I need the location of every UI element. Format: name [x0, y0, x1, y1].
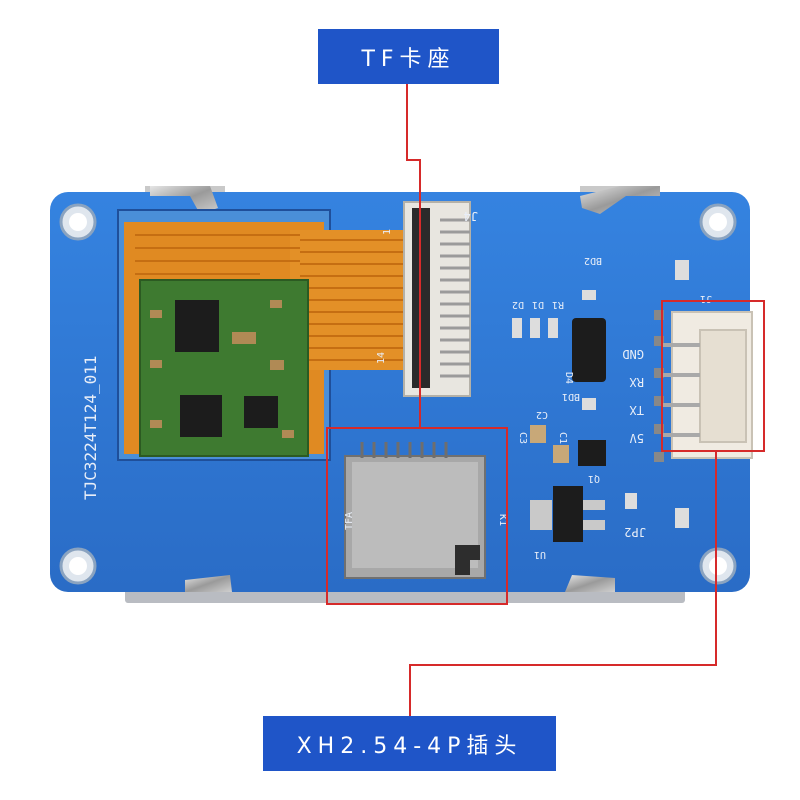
silk-q1: Q1 [588, 473, 600, 484]
metal-clip-bottom-right [565, 575, 615, 592]
silk-pin-1: 1 [382, 229, 393, 235]
metal-clip-bottom-left [185, 575, 232, 592]
silk-rx: RX [629, 375, 644, 389]
silk-u1: U1 [534, 549, 546, 560]
silk-d1: D1 [532, 299, 544, 310]
tf-card-slot-callout-text: TF卡座 [361, 46, 456, 72]
silk-pin-14: 14 [376, 352, 387, 364]
silk-c1: C1 [557, 432, 568, 444]
silk-5v: 5V [630, 431, 644, 445]
silk-jp2: JP2 [624, 525, 646, 539]
silk-c2: C2 [536, 409, 548, 420]
xh-connector-highlight [661, 300, 765, 452]
smd-components [512, 260, 689, 542]
silk-tx: TX [629, 403, 644, 417]
silk-d4: D4 [563, 372, 574, 384]
metal-clip-top-left [150, 186, 218, 214]
flex-controller-pcb [139, 279, 309, 457]
tf-leader-line [406, 84, 421, 428]
silk-tfa: TFA [344, 512, 355, 530]
silk-c3: C3 [517, 432, 528, 444]
silk-r1: R1 [552, 299, 564, 310]
silk-j4: J4 [464, 209, 478, 223]
silk-k1: K1 [497, 514, 508, 526]
silk-model: TJC3224T124_011 [81, 356, 100, 501]
xh-connector-callout: XH2.54-4P插头 [263, 716, 556, 771]
fpc-connector-j4 [403, 201, 471, 397]
xh-leader-line [409, 451, 717, 716]
tf-slot-highlight [326, 427, 508, 605]
silk-bd2: BD2 [584, 255, 602, 266]
silk-d2: D2 [512, 299, 524, 310]
tf-card-slot [344, 442, 486, 579]
xh-connector-4p [654, 310, 753, 462]
xh-connector-callout-text: XH2.54-4P插头 [296, 733, 523, 759]
mounting-holes [59, 203, 737, 585]
silk-gnd: GND [622, 347, 644, 361]
tf-card-slot-callout: TF卡座 [318, 29, 499, 84]
silk-bd1: BD1 [562, 391, 580, 402]
metal-clip-top-right [580, 186, 660, 214]
silk-j1: J1 [700, 293, 712, 304]
